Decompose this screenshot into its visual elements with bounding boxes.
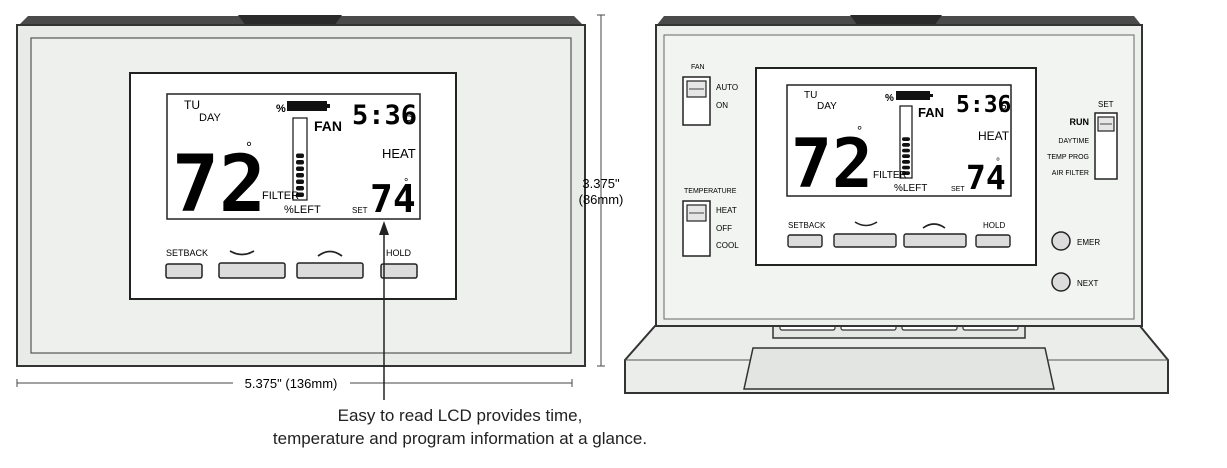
- height-dimension-line2: (86mm): [579, 192, 624, 207]
- front-down-button[interactable]: [218, 262, 286, 279]
- lcd-callout-arrow: [379, 221, 389, 400]
- front-hold-button[interactable]: [380, 263, 418, 279]
- side-lcd-degree: °: [857, 123, 862, 138]
- front-thermostat: TU DAY % 5:36 P FAN 72 ° HEAT FILTER %LE…: [16, 15, 586, 367]
- filter-bar-segment: [902, 160, 910, 164]
- side-lcd-filter-bar: [899, 105, 913, 179]
- callout-line1: Easy to read LCD provides time,: [337, 406, 583, 425]
- side-lcd-battery-tip: [930, 94, 933, 97]
- filter-bar-segment: [902, 137, 910, 141]
- front-lcd-fan-label: FAN: [314, 118, 342, 134]
- side-down-button[interactable]: [833, 233, 897, 248]
- filter-bar-segment: [296, 179, 304, 184]
- filter-bar-segment: [902, 154, 910, 158]
- callout-line2: temperature and program information at a…: [272, 429, 648, 448]
- lcd-callout-caption: Easy to read LCD provides time, temperat…: [180, 404, 740, 450]
- temperature-switch-option-cool: COOL: [716, 241, 739, 250]
- front-up-arrow-icon: [317, 250, 343, 257]
- front-lcd-battery-tip: [327, 104, 330, 108]
- side-down-arrow-icon: [854, 221, 878, 227]
- fan-switch-option-on: ON: [716, 101, 728, 110]
- side-lcd-mode: HEAT: [978, 129, 1010, 143]
- side-lcd-percent: %: [885, 93, 894, 104]
- side-lcd-battery-icon: [896, 91, 930, 100]
- front-top-notch: [238, 15, 342, 26]
- emer-button[interactable]: [1051, 231, 1071, 251]
- filter-bar-segment: [902, 143, 910, 147]
- next-button-label: NEXT: [1077, 279, 1098, 288]
- front-lcd-battery-icon: [287, 101, 327, 111]
- side-up-arrow-icon: [922, 223, 946, 229]
- side-top-notch: [850, 15, 942, 26]
- filter-bar-segment: [902, 148, 910, 153]
- front-lcd-pct-left: %LEFT: [284, 204, 321, 216]
- side-setback-label: SETBACK: [788, 221, 826, 230]
- front-lcd-percent: %: [276, 103, 286, 115]
- set-switch-option-run: RUN: [1070, 117, 1090, 127]
- side-lcd: [786, 84, 1012, 197]
- filter-bar-segment: [296, 186, 304, 191]
- front-lcd-filter-label: FILTER: [262, 190, 299, 202]
- side-base-recess: [743, 347, 1055, 390]
- temperature-switch-option-heat: HEAT: [716, 206, 737, 215]
- front-lcd-day-line2: DAY: [199, 112, 221, 124]
- front-lcd-set-label: SET: [352, 206, 368, 215]
- filter-bar-segment: [296, 166, 304, 171]
- filter-bar-segment: [296, 192, 304, 197]
- width-dimension-label: 5.375" (136mm): [245, 376, 338, 391]
- side-filter-bar-frame: [899, 105, 913, 179]
- side-lcd-day-line1: TU: [804, 90, 817, 101]
- front-setback-label: SETBACK: [166, 248, 208, 258]
- front-lcd-mode: HEAT: [382, 146, 416, 161]
- front-setback-button[interactable]: [165, 263, 203, 279]
- front-hold-label: HOLD: [386, 248, 412, 258]
- side-lcd-set-temp: 74: [966, 158, 1006, 197]
- side-lcd-time: 5:36: [956, 92, 1011, 118]
- temperature-switch-option-off: OFF: [716, 224, 732, 233]
- side-hold-label: HOLD: [983, 221, 1005, 230]
- set-switch-option-air-filter: AIR FILTER: [1052, 170, 1089, 177]
- front-lcd-indoor-temp: 72: [172, 140, 266, 230]
- set-switch-option-daytime: DAYTIME: [1058, 138, 1089, 145]
- filter-bar-segment: [296, 173, 304, 178]
- side-thermostat: TU DAY % 5:36 P FAN 72 ° HEAT FILTER %LE…: [624, 15, 1169, 394]
- front-lcd-degree: °: [246, 139, 252, 156]
- set-switch-title: SET: [1098, 100, 1114, 109]
- next-button[interactable]: [1051, 272, 1071, 292]
- side-lcd-day-line2: DAY: [817, 101, 837, 112]
- filter-bar-segment: [902, 171, 910, 175]
- filter-bar-segment: [296, 160, 304, 165]
- emer-button-label: EMER: [1077, 238, 1100, 247]
- callout-arrowhead-icon: [379, 221, 389, 235]
- side-lcd-fan-label: FAN: [918, 105, 944, 120]
- side-hold-button[interactable]: [975, 234, 1011, 248]
- side-lcd-set-degree: °: [996, 157, 1000, 168]
- side-up-button[interactable]: [903, 233, 967, 248]
- front-down-arrow-icon: [229, 250, 255, 256]
- fan-switch-option-auto: AUTO: [716, 83, 738, 92]
- front-lcd-set-degree: °: [404, 177, 408, 189]
- fan-switch-title: FAN: [691, 64, 705, 71]
- front-lcd-filter-bar: [292, 117, 308, 201]
- filter-bar-segment: [296, 153, 304, 158]
- set-switch-option-temp-prog: TEMP PROG: [1047, 154, 1089, 161]
- filter-bar-segment: [902, 165, 910, 170]
- temperature-switch-title: TEMPERATURE: [684, 188, 737, 195]
- front-lcd-day-line1: TU: [184, 98, 200, 112]
- front-up-button[interactable]: [296, 262, 364, 279]
- dimension-lines: 3.375" (86mm) 5.375" (136mm): [16, 14, 624, 391]
- side-lcd-set-label: SET: [951, 186, 965, 193]
- front-filter-bar-frame: [292, 117, 308, 201]
- side-lcd-indoor-temp: 72: [791, 125, 873, 204]
- side-lcd-time-suffix: P: [1000, 104, 1007, 115]
- side-setback-button[interactable]: [787, 234, 823, 248]
- front-lcd-set-temp: 74: [370, 177, 416, 221]
- height-dimension-line1: 3.375": [582, 176, 620, 191]
- front-lcd-time: 5:36: [352, 100, 417, 131]
- side-lcd-filter-label: FILTER: [873, 170, 907, 181]
- side-lcd-pct-left: %LEFT: [894, 183, 927, 194]
- front-lcd-time-suffix: P: [405, 113, 413, 127]
